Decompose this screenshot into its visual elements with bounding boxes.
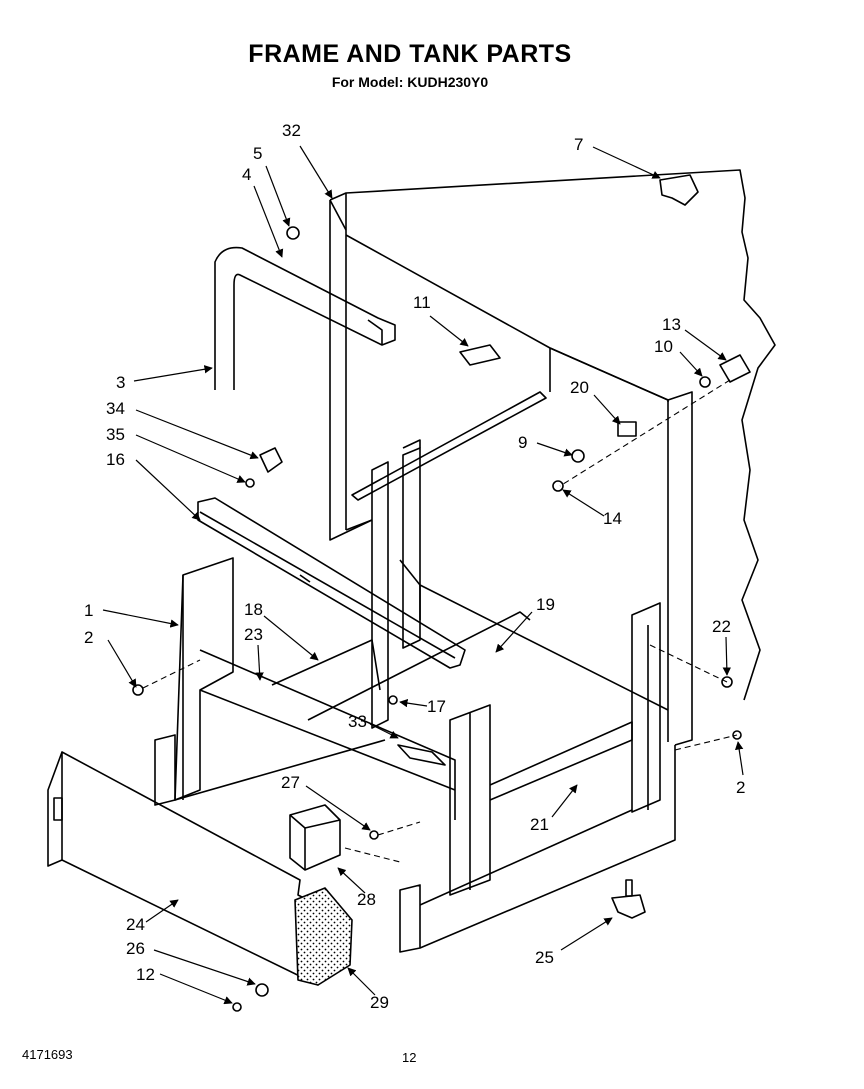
clamp-part-34 — [259, 447, 283, 473]
bracket-part-13 — [719, 354, 751, 383]
tank-part-32 — [329, 169, 776, 746]
document-number: 4171693 — [22, 1047, 73, 1062]
callout-2: 2 — [84, 628, 93, 647]
model-subtitle: For Model: KUDH230Y0 — [331, 74, 489, 90]
callout-35: 35 — [106, 425, 125, 444]
callout-1: 1 — [84, 601, 93, 620]
callout-19: 19 — [536, 595, 555, 614]
callout-29: 29 — [370, 993, 389, 1012]
callout-34: 34 — [106, 399, 125, 418]
callout-16: 16 — [106, 450, 125, 469]
hose-part-3 — [214, 246, 396, 390]
callout-labels: 32 5 4 7 11 13 10 3 20 34 35 9 16 14 19 … — [84, 121, 745, 1012]
bracket-part-11 — [459, 344, 501, 366]
callout-28: 28 — [357, 890, 376, 909]
callout-25: 25 — [535, 948, 554, 967]
callout-24: 24 — [126, 915, 145, 934]
callout-3: 3 — [116, 373, 125, 392]
callout-21: 21 — [530, 815, 549, 834]
callout-2-right: 2 — [736, 778, 745, 797]
page-title: FRAME AND TANK PARTS — [248, 40, 572, 68]
callout-27: 27 — [281, 773, 300, 792]
callout-20: 20 — [570, 378, 589, 397]
callout-9: 9 — [518, 433, 527, 452]
clip-part-33 — [397, 744, 446, 766]
leader-lines — [102, 145, 744, 1005]
callout-4: 4 — [242, 165, 251, 184]
frame-part-1 — [154, 439, 676, 953]
callout-13: 13 — [662, 315, 681, 334]
assembly-lines — [142, 379, 738, 863]
callout-32: 32 — [282, 121, 301, 140]
callout-7: 7 — [574, 135, 583, 154]
callout-18: 18 — [244, 600, 263, 619]
callout-11: 11 — [413, 293, 431, 312]
grommet-part-20 — [617, 421, 637, 437]
rail-part-16 — [197, 497, 466, 669]
callout-10: 10 — [654, 337, 673, 356]
callout-33: 33 — [348, 712, 367, 731]
callout-17: 17 — [427, 697, 446, 716]
callout-14: 14 — [603, 509, 622, 528]
callout-23: 23 — [244, 625, 263, 644]
page-number: 12 — [402, 1050, 417, 1065]
callout-12: 12 — [136, 965, 155, 984]
callout-26: 26 — [126, 939, 145, 958]
callout-5: 5 — [253, 144, 262, 163]
insulation-part-29 — [294, 887, 353, 986]
leveling-leg-part-25 — [611, 879, 646, 919]
clip-part-7 — [659, 174, 699, 206]
callout-22: 22 — [712, 617, 731, 636]
transformer-part-28 — [289, 804, 341, 871]
screws — [132, 226, 742, 1012]
